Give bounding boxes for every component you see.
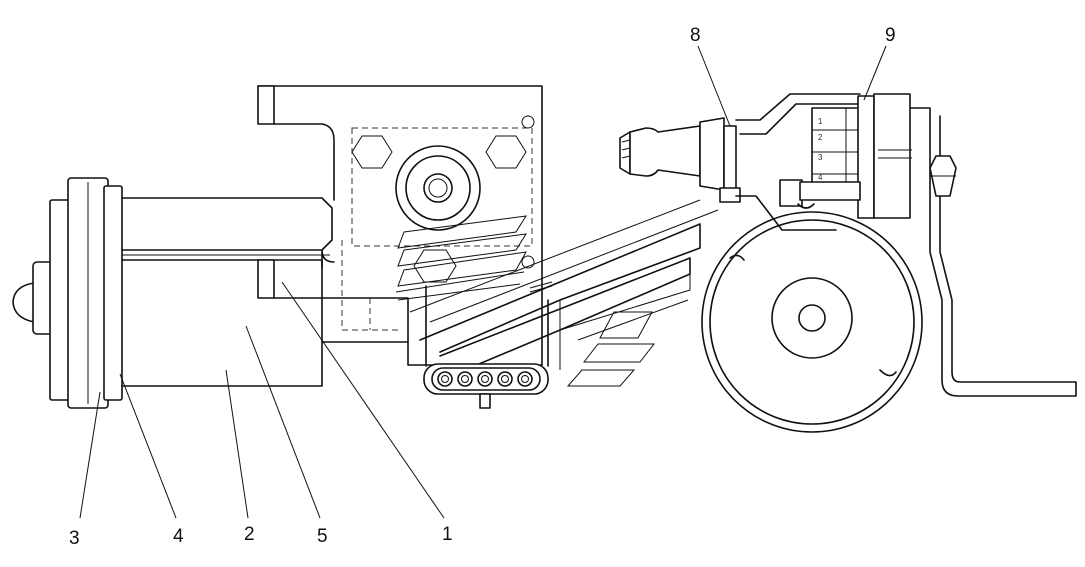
leader-lines: [79, 45, 887, 519]
callout-2: 2: [244, 524, 255, 545]
callout-8: 8: [690, 25, 701, 46]
main-housing: [257, 85, 543, 366]
graduated-scale: 1 2 3 4: [779, 93, 1077, 397]
roller-drum: [701, 211, 923, 433]
leader-9: [863, 45, 887, 101]
callout-5: 5: [317, 526, 328, 547]
end-cap-flange: [12, 177, 123, 409]
callout-4: 4: [173, 526, 184, 547]
callout-9: 9: [885, 25, 896, 46]
scale-mark-3: 3: [818, 153, 823, 162]
leader-3: [79, 391, 101, 519]
callouts: 3 4 2 5 1 8 9: [69, 25, 896, 549]
scale-mark-2: 2: [818, 133, 823, 142]
callout-3: 3: [69, 528, 80, 549]
scale-mark-1: 1: [818, 117, 823, 126]
cylinder-body: [121, 197, 335, 387]
callout-1: 1: [442, 524, 453, 545]
leader-5: [245, 325, 321, 519]
scale-mark-4: 4: [818, 173, 823, 182]
leader-2: [225, 369, 249, 519]
guide-rails: [395, 199, 719, 387]
sensor-assembly: [619, 93, 861, 231]
leader-4: [119, 373, 177, 519]
connector-block: [423, 285, 549, 409]
leader-1: [281, 281, 445, 519]
leader-8: [697, 45, 731, 127]
